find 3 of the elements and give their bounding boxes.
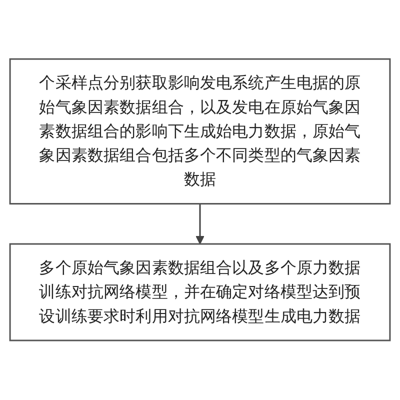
- node-box: 个采样点分别获取影响发电系统产生电据的原始气象因素数据组合，以及发电在原始气象因素数据组合的影响下生成始电力数据，原始气象因素数据组合包括多个不同类型的气象因素数据: [9, 58, 391, 205]
- node-box: 多个原始气象因素数据组合以及多个原力数据训练对抗网络模型，并在确定对络模型达到预设训练要求时利用对抗网络模型生成电力数据: [9, 243, 391, 342]
- arrow: [196, 204, 204, 245]
